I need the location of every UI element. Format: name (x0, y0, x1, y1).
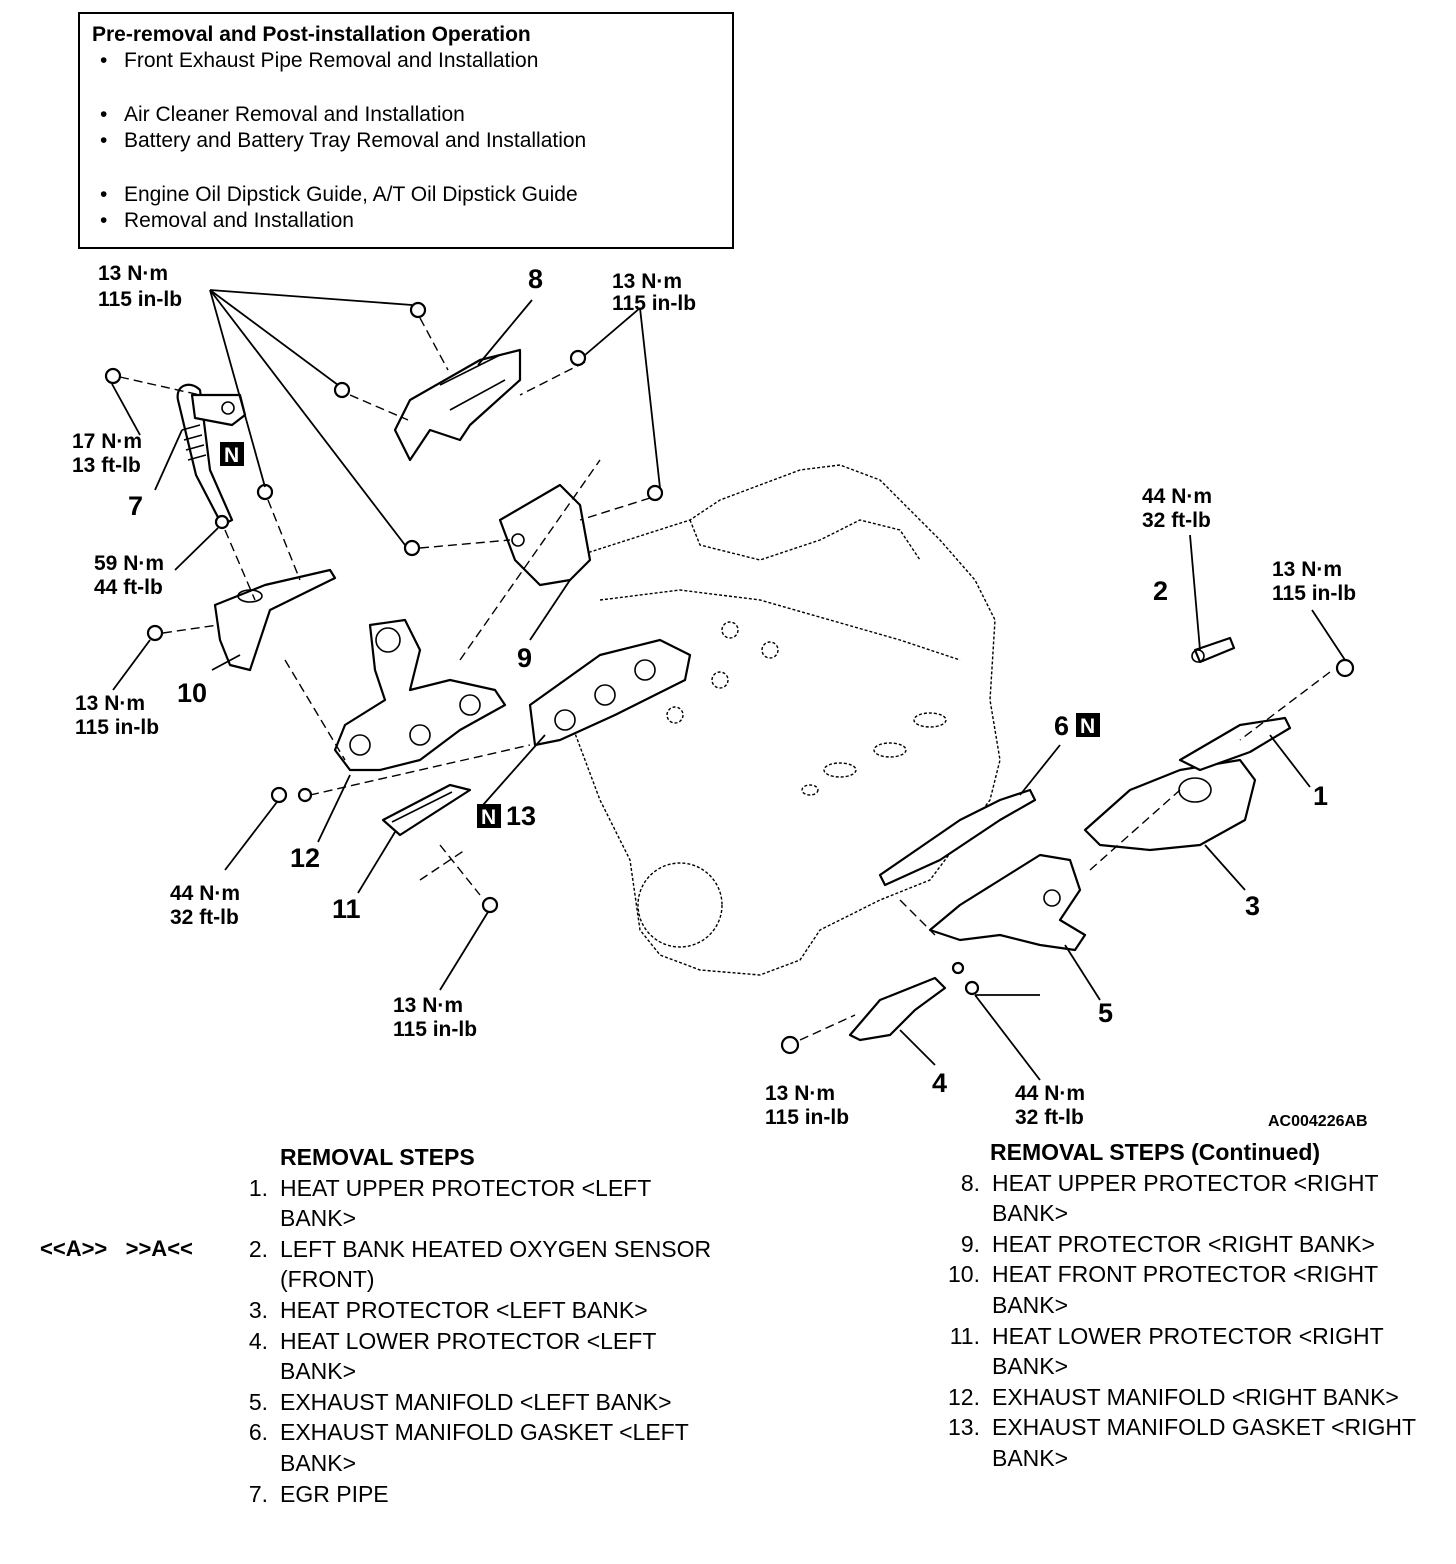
pre-removal-title: Pre-removal and Post-installation Operat… (92, 23, 531, 46)
part-5-exhaust-manifold-left (928, 853, 1087, 952)
removal-step: 6.EXHAUST MANIFOLD GASKET <LEFT BANK> (248, 1419, 689, 1476)
torque-label: 115 in-lb (98, 288, 182, 311)
torque-label: 115 in-lb (1272, 582, 1356, 605)
torque-label: 115 in-lb (393, 1018, 477, 1041)
pre-removal-item: Front Exhaust Pipe Removal and Installat… (92, 48, 720, 74)
pre-removal-item-continuation: Removal and Installation (92, 208, 720, 234)
part-9-heat-protector-right (498, 483, 592, 587)
part-2-oxygen-sensor (1191, 636, 1236, 664)
new-part-badge: N (1076, 713, 1100, 738)
removal-steps-continued-title: REMOVAL STEPS (Continued) (990, 1139, 1321, 1165)
removal-step: 1.HEAT UPPER PROTECTOR <LEFT BANK> (248, 1174, 651, 1232)
callout-numbers: 1 2 3 4 5 6 7 8 9 10 11 12 13 (128, 264, 1328, 1098)
part-13-exhaust-manifold-gasket-right (528, 638, 692, 747)
exhaust-manifold-exploded-diagram: .part { fill: #fff; stroke: #000; stroke… (72, 262, 1368, 1130)
leader-lines (111, 289, 1346, 1081)
torque-label: 13 N·m (75, 692, 145, 715)
svg-text:N: N (1080, 715, 1095, 738)
part-6-exhaust-manifold-gasket-left (878, 788, 1037, 887)
pre-removal-item: Engine Oil Dipstick Guide, A/T Oil Dipst… (92, 182, 720, 208)
removal-step: 12.EXHAUST MANIFOLD <RIGHT BANK> (948, 1383, 1399, 1410)
engine-block-outline (559, 464, 1001, 976)
part-10-heat-front-protector-right (213, 568, 337, 672)
torque-label: 44 N·m (1015, 1082, 1085, 1105)
callout-10: 10 (177, 678, 207, 708)
torque-label: 32 ft-lb (1142, 509, 1211, 532)
torque-labels: 13 N·m 115 in-lb 13 N·m 115 in-lb 17 N·m… (72, 262, 1356, 1129)
removal-step: 13.EXHAUST MANIFOLD GASKET <RIGHT BANK> (948, 1414, 1416, 1471)
service-point-marker: <<A>> >>A<< (40, 1236, 193, 1261)
bolts-and-nuts (104, 301, 1355, 1055)
svg-text:N: N (481, 806, 496, 829)
torque-label: 13 ft-lb (72, 454, 141, 477)
removal-step: 4.HEAT LOWER PROTECTOR <LEFT BANK> (248, 1327, 656, 1385)
torque-label: 115 in-lb (765, 1106, 849, 1129)
callout-11: 11 (332, 894, 361, 924)
callout-5: 5 (1098, 998, 1113, 1028)
torque-label: 44 N·m (1142, 485, 1212, 508)
torque-label: 115 in-lb (612, 292, 696, 315)
callout-12: 12 (290, 843, 320, 873)
torque-label: 13 N·m (1272, 558, 1342, 581)
new-part-badge: N (477, 804, 501, 829)
part-3-heat-protector-left (1083, 758, 1257, 852)
removal-step: 2.LEFT BANK HEATED OXYGEN SENSOR (FRONT) (248, 1235, 712, 1293)
torque-label: 13 N·m (98, 262, 168, 285)
part-12-exhaust-manifold-right (333, 618, 507, 772)
pre-removal-item-text: Removal and Installation (124, 209, 354, 232)
part-8-heat-upper-protector-right (393, 348, 522, 462)
removal-steps: REMOVAL STEPS 1.HEAT UPPER PROTECTOR <LE… (224, 1142, 724, 1509)
removal-step: 3.HEAT PROTECTOR <LEFT BANK> (248, 1296, 648, 1323)
pre-removal-list: Front Exhaust Pipe Removal and Installat… (92, 48, 720, 234)
torque-label: 17 N·m (72, 430, 142, 453)
callout-13: 13 (506, 801, 536, 831)
callout-9: 9 (517, 643, 532, 673)
svg-text:N: N (224, 444, 239, 467)
torque-label: 32 ft-lb (1015, 1106, 1084, 1129)
torque-label: 32 ft-lb (170, 906, 239, 929)
assembly-lines (119, 317, 1331, 1041)
part-1-heat-upper-protector-left (1178, 716, 1292, 772)
callout-7: 7 (128, 491, 143, 521)
callout-3: 3 (1245, 891, 1260, 921)
torque-label: 59 N·m (94, 552, 164, 575)
callout-8: 8 (528, 264, 543, 294)
callout-4: 4 (932, 1068, 947, 1098)
pre-removal-item: Air Cleaner Removal and Installation (92, 102, 720, 128)
removal-steps-continued: REMOVAL STEPS (Continued) 8.HEAT UPPER P… (936, 1137, 1436, 1474)
removal-step: 7.EGR PIPE (248, 1480, 389, 1507)
torque-label: 13 N·m (765, 1082, 835, 1105)
removal-step: 10.HEAT FRONT PROTECTOR <RIGHT BANK> (948, 1261, 1378, 1318)
figure-id: AC004226AB (1268, 1113, 1368, 1130)
new-part-badges: N N N (220, 442, 1100, 829)
removal-step: 8.HEAT UPPER PROTECTOR <RIGHT BANK> (960, 1169, 1379, 1227)
torque-label: 44 N·m (170, 882, 240, 905)
callout-2: 2 (1153, 576, 1168, 606)
callout-leaders (154, 299, 1311, 1066)
pre-removal-box: Pre-removal and Post-installation Operat… (78, 12, 734, 249)
part-4-heat-lower-protector-left (848, 976, 947, 1042)
removal-step: 9.HEAT PROTECTOR <RIGHT BANK> (960, 1230, 1375, 1257)
removal-step: 11.HEAT LOWER PROTECTOR <RIGHT BANK> (949, 1322, 1384, 1380)
pre-removal-item: Battery and Battery Tray Removal and Ins… (92, 128, 720, 154)
removal-steps-title: REMOVAL STEPS (280, 1144, 475, 1170)
part-11-heat-lower-protector-right (381, 783, 472, 837)
callout-6: 6 (1054, 711, 1069, 741)
removal-step: 5.EXHAUST MANIFOLD <LEFT BANK> (248, 1388, 672, 1415)
torque-label: 13 N·m (393, 994, 463, 1017)
torque-label: 44 ft-lb (94, 576, 163, 599)
torque-label: 13 N·m (612, 270, 682, 293)
callout-1: 1 (1313, 781, 1328, 811)
torque-label: 115 in-lb (75, 716, 159, 739)
new-part-badge: N (220, 442, 244, 467)
